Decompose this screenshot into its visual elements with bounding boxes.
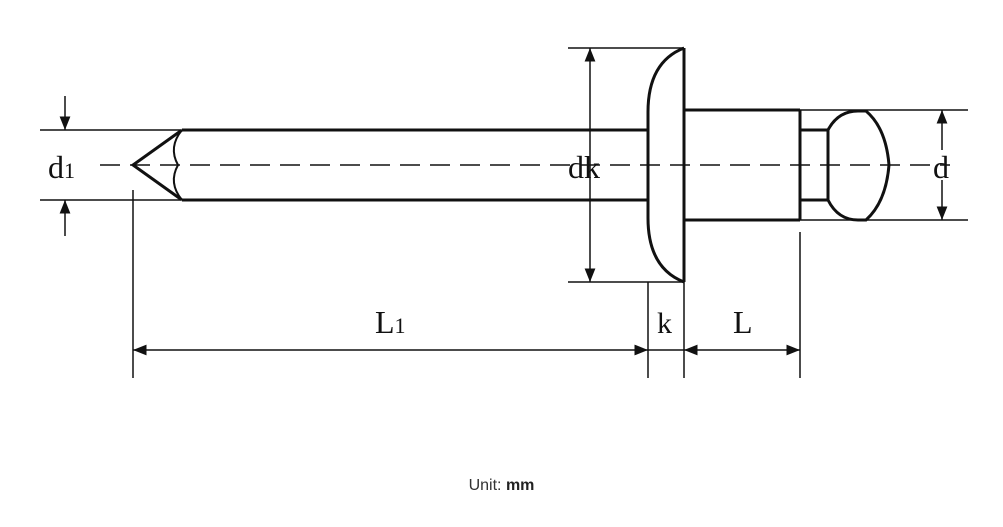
- unit-value: mm: [505, 477, 535, 494]
- label-L1: L1: [375, 304, 406, 340]
- label-d: d: [933, 149, 949, 185]
- label-d1: d1: [48, 149, 75, 185]
- dimension-lines: [59, 48, 948, 356]
- label-d1-main: d: [48, 149, 64, 185]
- unit-label: Unit:: [468, 477, 502, 494]
- label-dk: dk: [568, 149, 600, 185]
- extension-lines: [40, 47, 968, 378]
- label-d1-subscript: 1: [64, 158, 75, 183]
- label-k: k: [657, 307, 672, 340]
- label-L: L: [733, 304, 753, 340]
- mandrel-ball-head: [800, 109, 891, 222]
- label-L1-subscript: 1: [395, 313, 406, 338]
- unit-caption: Unit: mm: [0, 477, 1003, 495]
- label-L1-main: L: [375, 304, 395, 340]
